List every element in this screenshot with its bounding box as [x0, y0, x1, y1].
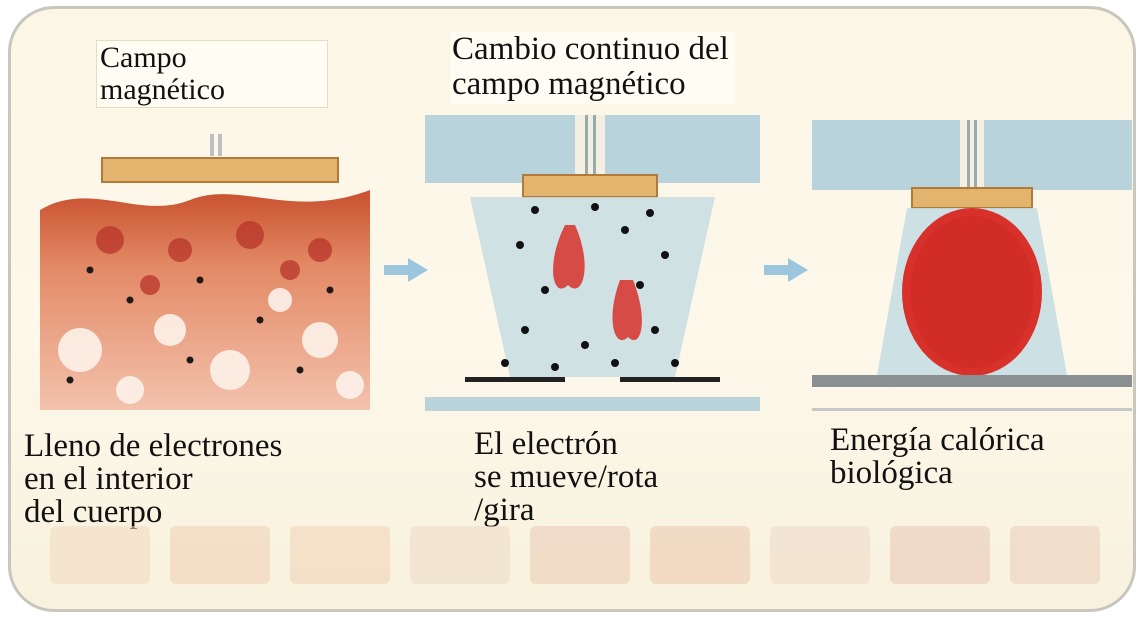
- label-electron-mueve: El electrón se mueve/rota /gira: [474, 428, 658, 527]
- label-energia-line2: biológica: [830, 455, 953, 491]
- label-lleno-line2: en el interior: [24, 461, 193, 497]
- label-electron-line1: El electrón: [474, 426, 618, 462]
- flow-red-2: [612, 280, 642, 341]
- panel-electrons: [425, 115, 760, 420]
- panel-tissue: [30, 120, 380, 420]
- label-lleno-line1: Lleno de electrones: [24, 428, 283, 464]
- right-arrow-icon: [382, 255, 430, 285]
- label-cambio-line2: campo magnético: [452, 66, 686, 102]
- label-energia-line1: Energía calórica: [830, 422, 1045, 458]
- panel-heat: [812, 120, 1132, 420]
- tissue-shape: [40, 190, 370, 410]
- label-lleno-line3: del cuerpo: [24, 494, 163, 530]
- label-electron-line2: se mueve/rota: [474, 459, 659, 495]
- label-campo-line1: Campo: [100, 41, 187, 74]
- label-energia-calorica: Energía calórica biológica: [830, 424, 1045, 490]
- label-electron-line3: /gira: [474, 492, 535, 528]
- right-arrow-icon: [762, 255, 810, 285]
- label-campo-magnetico: Campo magnético: [100, 42, 225, 106]
- label-campo-line2: magnético: [100, 73, 225, 106]
- thumbnail-strip: [40, 520, 1110, 588]
- label-cambio-line1: Cambio continuo del: [452, 31, 729, 67]
- flow-red-1: [553, 225, 585, 289]
- heat-ellipse: [902, 208, 1042, 376]
- label-lleno-electrones: Lleno de electrones en el interior del c…: [24, 430, 282, 529]
- label-box-campo: [96, 40, 328, 108]
- label-cambio-continuo: Cambio continuo del campo magnético: [450, 32, 735, 104]
